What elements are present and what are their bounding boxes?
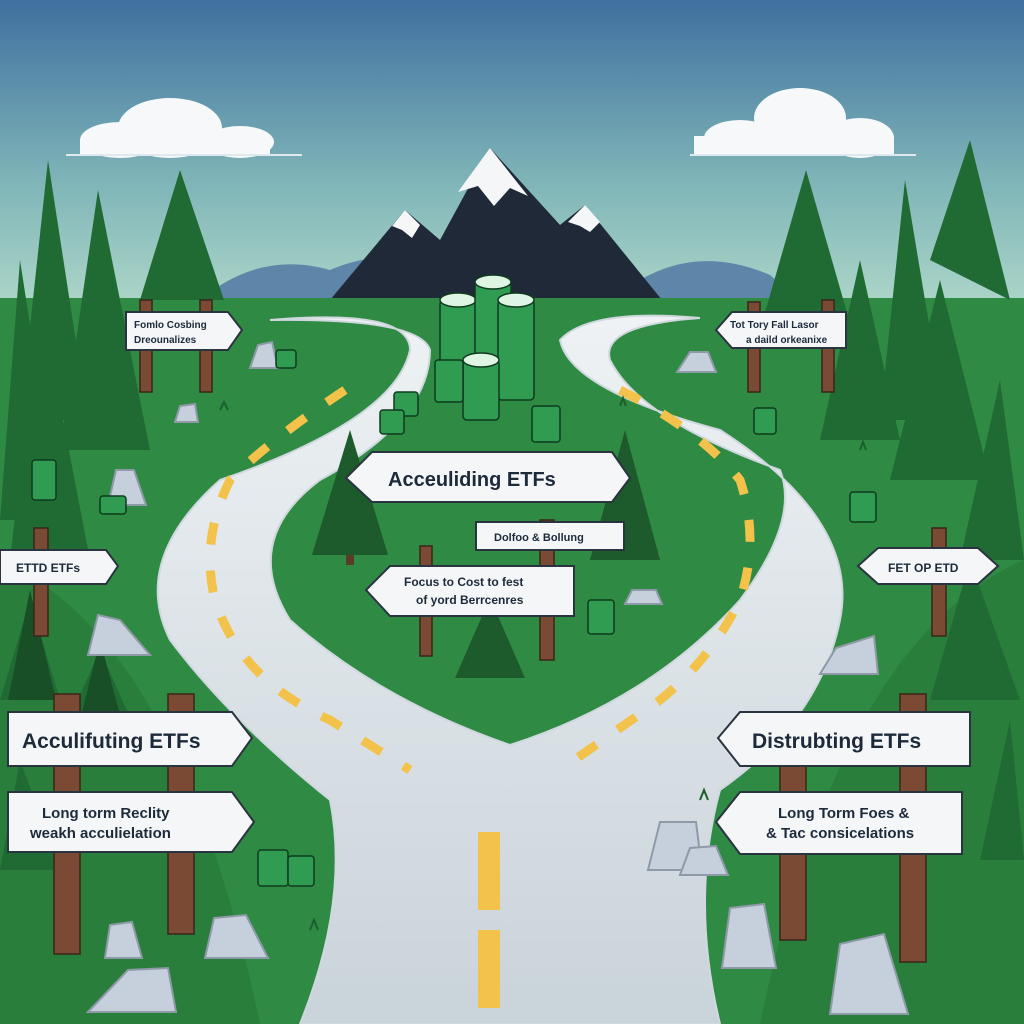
sign-right-main	[716, 711, 971, 767]
cloud-right	[690, 88, 916, 158]
sign-right-sub-line1: Long Torm Foes &	[778, 805, 910, 822]
sign-top-right-line2: a daild orkeanixe	[746, 335, 828, 346]
sign-center-small-label: Dolfoo & Bollung	[494, 532, 584, 544]
sign-left-sub-line2: weakh acculielation	[29, 825, 171, 842]
sign-left-main	[7, 711, 254, 767]
sign-right-main-label: Distrubting ETFs	[752, 730, 921, 753]
sign-center-lower-line2: of yord Berrcenres	[416, 593, 524, 607]
rocks	[85, 340, 910, 1015]
mountain	[330, 148, 662, 300]
cloud-left	[66, 98, 302, 158]
grass-tufts	[219, 395, 867, 931]
sign-mid-right-label: FET OP ETD	[888, 561, 959, 575]
road-stripe-center-1	[478, 832, 500, 910]
sign-center-lower-line1: Focus to Cost to fest	[404, 575, 523, 589]
sign-center-lower	[364, 565, 575, 617]
sign-mid-left	[0, 549, 120, 585]
coin-stacks	[31, 274, 877, 887]
sign-right-sub-line2: & Tac consicelations	[766, 825, 914, 842]
sign-top-right	[714, 311, 847, 349]
sign-right-sub	[714, 791, 963, 855]
road-stripe-center-2	[478, 930, 500, 1008]
forest-right	[760, 140, 1024, 860]
sign-mid-left-label: ETTD ETFs	[16, 561, 80, 575]
sign-left-sub-line1: Long torm Reclity	[42, 805, 170, 822]
sign-top-left-line2: Dreounalizes	[134, 335, 197, 346]
sign-left-sub	[7, 791, 256, 853]
forest-left	[0, 160, 224, 870]
sign-top-right-line1: Tot Tory Fall Lasor	[730, 320, 819, 331]
road-stripes	[205, 385, 755, 774]
sign-top-left-line1: Fomlo Cosbing	[134, 320, 207, 331]
sign-center-small	[475, 521, 625, 551]
sign-center-main-label: Acceuliding ETFs	[388, 469, 556, 491]
sign-left-main-label: Acculifuting ETFs	[22, 730, 201, 753]
sign-mid-right	[856, 547, 1000, 585]
sign-boards	[0, 311, 1000, 855]
sign-top-left	[125, 311, 244, 351]
sign-center-main	[344, 451, 632, 503]
